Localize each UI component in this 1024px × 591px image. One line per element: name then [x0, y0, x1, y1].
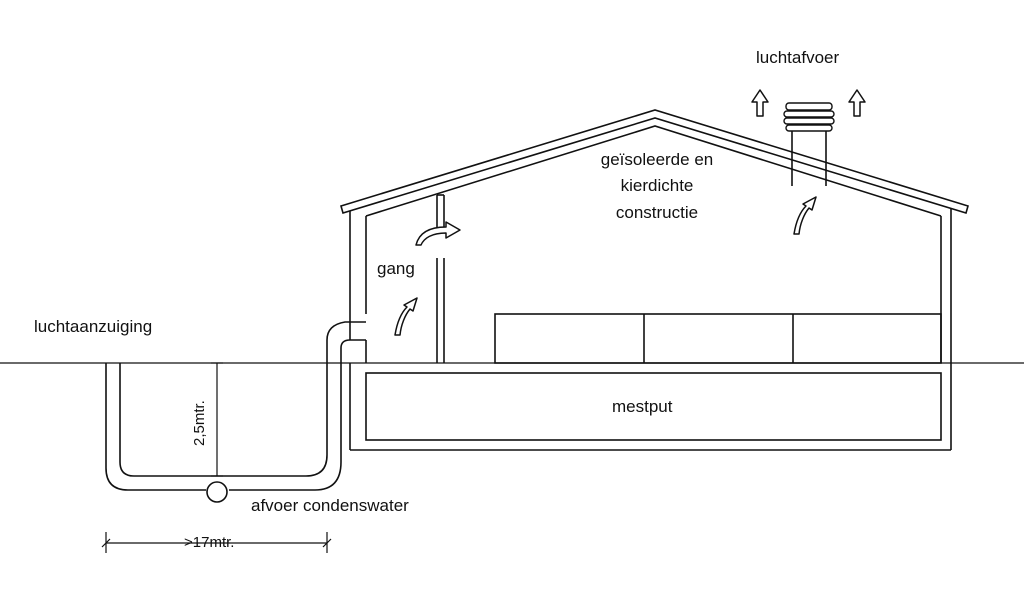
length-label: >17mtr.	[184, 534, 235, 551]
up-arrow-icon	[751, 89, 769, 117]
manure-pit-label: mestput	[612, 397, 673, 416]
manure-pit	[365, 372, 942, 441]
air-exhaust-label: luchtafvoer	[756, 48, 840, 67]
corridor-partition	[436, 194, 445, 363]
depth-dimension	[211, 362, 223, 477]
air-intake-label: luchtaanzuiging	[34, 317, 153, 336]
condensate-drain-label: afvoer condenswater	[251, 496, 409, 515]
underground-air-duct	[105, 321, 366, 491]
roof	[340, 109, 969, 217]
insulated-construction-label-line3: constructie	[615, 203, 699, 222]
pen-blocks	[494, 313, 942, 364]
up-arrow-icon	[394, 297, 418, 336]
curved-arrow-icon	[415, 221, 461, 246]
insulated-construction-label-line2: kierdichte	[620, 176, 694, 195]
ventilation-cap-icon	[783, 102, 835, 132]
up-arrow-icon	[793, 196, 817, 235]
depth-label: 2,5mtr.	[191, 400, 208, 446]
drain-valve-icon	[206, 481, 228, 503]
up-arrow-icon	[848, 89, 866, 117]
exhaust-chimney	[791, 127, 827, 186]
length-dimension	[101, 532, 332, 553]
building-outline	[349, 205, 952, 451]
corridor-label: gang	[377, 259, 415, 278]
insulated-construction-label-line1: geïsoleerde en	[600, 150, 714, 169]
